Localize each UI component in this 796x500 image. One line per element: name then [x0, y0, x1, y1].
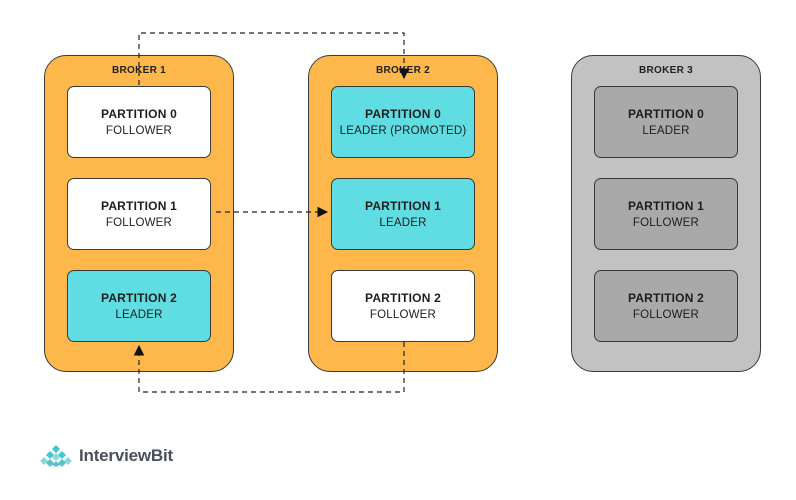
- logo-text: InterviewBit: [79, 446, 173, 465]
- partition-role: LEADER: [379, 217, 427, 229]
- partition-role: FOLLOWER: [632, 309, 700, 321]
- partition-role: FOLLOWER: [369, 309, 437, 321]
- broker-2: BROKER 2 PARTITION 0 LEADER (PROMOTED) P…: [308, 55, 498, 372]
- arrow-partition-0-promotion: [138, 32, 410, 85]
- broker-title: BROKER 1: [111, 65, 167, 76]
- partition-name: PARTITION 1: [101, 199, 177, 213]
- broker-2-partition-2: PARTITION 2 FOLLOWER: [331, 270, 475, 342]
- partition-role: LEADER (PROMOTED): [339, 125, 467, 137]
- broker-2-partition-1: PARTITION 1 LEADER: [331, 178, 475, 250]
- broker-1-partition-1: PARTITION 1 FOLLOWER: [67, 178, 211, 250]
- partition-name: PARTITION 1: [365, 199, 441, 213]
- partition-role: FOLLOWER: [105, 125, 173, 137]
- broker-3-partition-0: PARTITION 0 LEADER: [594, 86, 738, 158]
- broker-3: BROKER 3 PARTITION 0 LEADER PARTITION 1 …: [571, 55, 761, 372]
- broker-2-partition-0: PARTITION 0 LEADER (PROMOTED): [331, 86, 475, 158]
- broker-3-partition-1: PARTITION 1 FOLLOWER: [594, 178, 738, 250]
- partition-name: PARTITION 2: [628, 291, 704, 305]
- broker-1-partition-0: PARTITION 0 FOLLOWER: [67, 86, 211, 158]
- interviewbit-logo-icon: [40, 445, 72, 467]
- broker-1: BROKER 1 PARTITION 0 FOLLOWER PARTITION …: [44, 55, 234, 372]
- partition-role: FOLLOWER: [632, 217, 700, 229]
- partition-role: LEADER: [642, 125, 690, 137]
- partition-role: LEADER: [115, 309, 163, 321]
- broker-3-partition-2: PARTITION 2 FOLLOWER: [594, 270, 738, 342]
- partition-name: PARTITION 0: [101, 107, 177, 121]
- arrow-partition-2-replication: [133, 342, 405, 393]
- partition-name: PARTITION 2: [101, 291, 177, 305]
- partition-name: PARTITION 1: [628, 199, 704, 213]
- partition-role: FOLLOWER: [105, 217, 173, 229]
- interviewbit-logo: InterviewBit: [37, 445, 173, 467]
- partition-name: PARTITION 0: [365, 107, 441, 121]
- partition-name: PARTITION 0: [628, 107, 704, 121]
- broker-1-partition-2: PARTITION 2 LEADER: [67, 270, 211, 342]
- broker-title: BROKER 3: [638, 65, 694, 76]
- partition-name: PARTITION 2: [365, 291, 441, 305]
